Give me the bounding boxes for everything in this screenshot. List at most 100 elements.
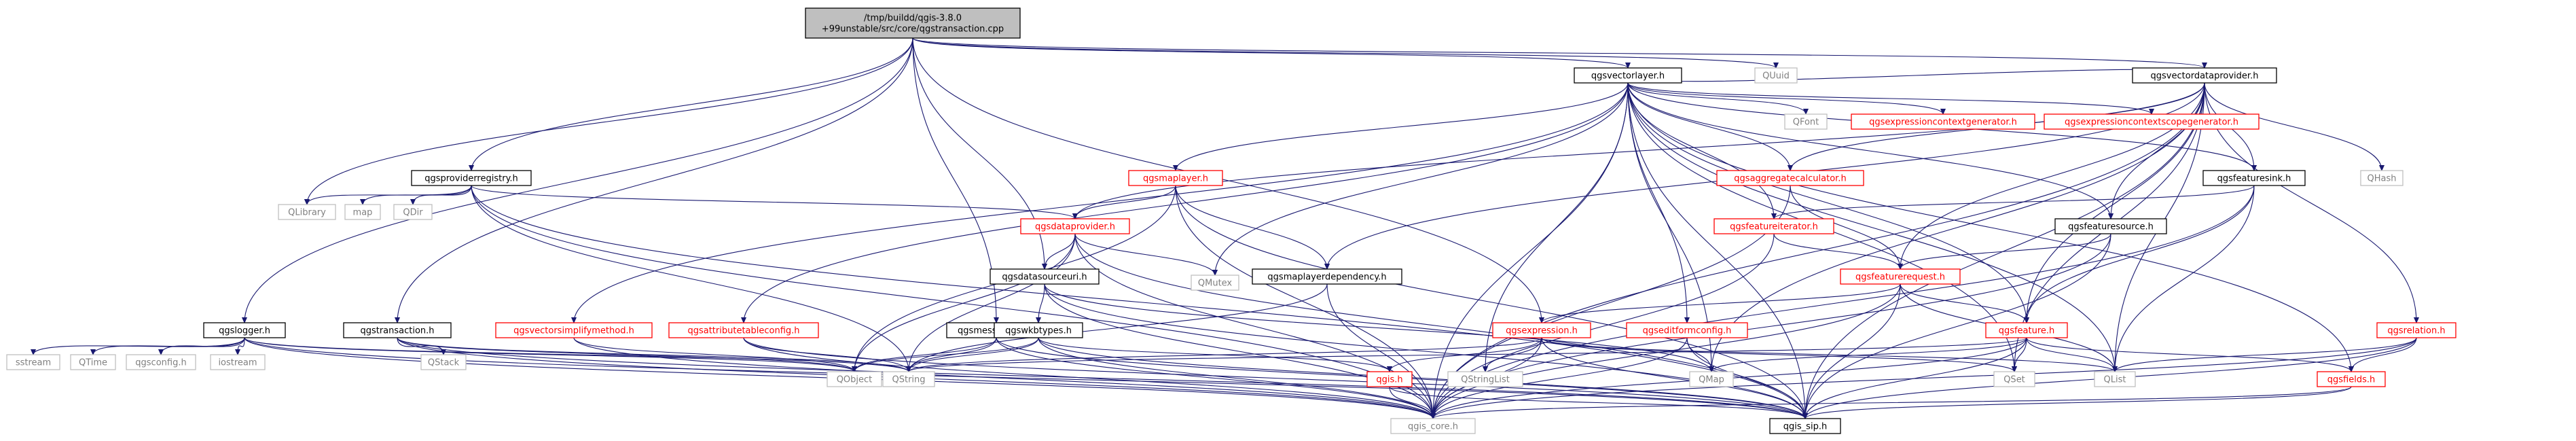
node-label: qgsfeatureiterator.h (1730, 222, 1818, 232)
node-label: QMutex (1198, 279, 1233, 289)
node-qgsaggregatecalculator[interactable]: qgsaggregatecalculator.h (1716, 170, 1864, 186)
edge-qgsfeature-to-qset (2014, 337, 2027, 372)
node-label: qgslogger.h (219, 326, 270, 336)
edge-root-to-qgsvectordataprovider (912, 37, 2205, 68)
edge-qgsfeatureiterator-to-qgsfeaturerequest (1773, 233, 1900, 269)
node-qgis-sip[interactable]: qgis_sip.h (1769, 418, 1841, 434)
node-qgsattributetableconfig[interactable]: qgsattributetableconfig.h (668, 322, 819, 338)
node-qmap: QMap (1689, 371, 1734, 387)
node-box (343, 322, 452, 338)
edge-qgsdataprovider-to-qmutex (1074, 233, 1215, 275)
node-box (1128, 170, 1223, 186)
edge-qgsvectorlayer-to-qgsexpressioncontextgenerator (1627, 82, 1943, 114)
node-qgsdataprovider[interactable]: qgsdataprovider.h (1020, 218, 1130, 234)
edge-qgsmessagelog-to-qobject (854, 337, 997, 372)
node-box (1985, 322, 2068, 338)
node-qgsdatasourceuri[interactable]: qgsdatasourceuri.h (990, 268, 1100, 285)
node-label: qgsfeature.h (1999, 326, 2055, 336)
node-qgsexpressioncontextscopegenerator[interactable]: qgsexpressioncontextscopegenerator.h (2044, 113, 2260, 130)
node-box (1020, 218, 1130, 234)
edge-qgsexpression-to-qgis_sip (1541, 337, 1805, 419)
node-box (2094, 371, 2136, 387)
edge-qgsvectorlayer-to-qfont (1627, 82, 1806, 114)
node-box (2054, 218, 2167, 234)
node-label: QSet (2003, 375, 2025, 385)
edge-qgsfeaturesink-to-qgsfeatureiterator (1774, 185, 2255, 219)
node-label: QTime (79, 358, 107, 368)
node-qstringlist: QStringList (1447, 371, 1523, 387)
node-qgsmaplayer[interactable]: qgsmaplayer.h (1128, 170, 1223, 186)
edge-qgsproviderregistry-to-qstring (471, 185, 909, 372)
node-box (495, 322, 653, 338)
node-qgsexpression[interactable]: qgsexpression.h (1492, 322, 1591, 338)
node-label: qgsdataprovider.h (1035, 222, 1115, 232)
edge-root-to-qgsdatasourceuri (912, 37, 1045, 269)
node-box (1252, 268, 1402, 285)
node-box (668, 322, 819, 338)
edge-qgslogger-to-qgsconfig (161, 337, 245, 355)
node-quuid: QUuid (1754, 67, 1798, 84)
edge-qgsexpression-to-qstring (909, 337, 1542, 372)
node-qhash: QHash (2360, 170, 2403, 186)
node-qtime: QTime (70, 354, 116, 370)
node-qgswkbtypes[interactable]: qgswkbtypes.h (994, 322, 1083, 338)
node-box (2360, 170, 2403, 186)
node-qgsexpressioncontextgenerator[interactable]: qgsexpressioncontextgenerator.h (1851, 113, 2035, 130)
node-qgsfeaturerequest[interactable]: qgsfeaturerequest.h (1840, 268, 1961, 285)
edge-qgsexpression-to-qstringlist (1485, 337, 1542, 372)
edge-qgswkbtypes-to-qstring (909, 337, 1039, 372)
node-qgseditformconfig[interactable]: qgseditformconfig.h (1626, 322, 1748, 338)
node-label: /tmp/buildd/qgis-3.8.0 (864, 14, 962, 24)
edge-qgsvectorlayer-to-qgsexpressioncontextscopegenerator (1627, 82, 2152, 114)
node-qstring: QString (882, 371, 935, 387)
node-box (126, 354, 196, 370)
node-label: qgsfeaturerequest.h (1855, 272, 1945, 283)
node-qgstransaction[interactable]: qgstransaction.h (343, 322, 452, 338)
node-qgsfeature[interactable]: qgsfeature.h (1985, 322, 2068, 338)
node-box (990, 268, 1100, 285)
node-box (2044, 113, 2260, 130)
node-box (1492, 322, 1591, 338)
edge-qgsvectorlayer-to-qgis_core (1433, 82, 1629, 419)
edge-qgslogger-to-qgis_sip (244, 337, 1805, 419)
node-label: qgsexpression.h (1506, 326, 1578, 336)
node-qgsfeaturesink[interactable]: qgsfeaturesink.h (2202, 170, 2306, 186)
edge-qgsexpression-to-qlist (1541, 337, 2115, 372)
node-qgsrelation[interactable]: qgsrelation.h (2376, 322, 2456, 338)
edge-qgsvectorlayer-to-qgsmaplayer (1176, 82, 1629, 171)
node-box (70, 354, 116, 370)
node-qgsvectorsimplifymethod[interactable]: qgsvectorsimplifymethod.h (495, 322, 653, 338)
node-box (344, 204, 381, 220)
node-qgsfeaturesource[interactable]: qgsfeaturesource.h (2054, 218, 2167, 234)
node-qgsvectorlayer[interactable]: qgsvectorlayer.h (1574, 67, 1682, 84)
node-qgslogger[interactable]: qgslogger.h (203, 322, 286, 338)
node-qgsvectordataprovider[interactable]: qgsvectordataprovider.h (2132, 67, 2277, 84)
node-qset: QSet (1993, 371, 2035, 387)
node-root[interactable]: /tmp/buildd/qgis-3.8.0+99unstable/src/co… (805, 7, 1021, 39)
edge-qgsrelation-to-qgis_core (1433, 337, 2417, 419)
node-label: QString (892, 375, 925, 385)
node-label: qgis_core.h (1408, 422, 1458, 432)
edge-root-to-qgsproviderregistry (471, 37, 913, 171)
edge-root-to-qgsexpression (912, 37, 1542, 323)
node-qgis[interactable]: qgis.h (1366, 371, 1413, 387)
edge-qgsfeature-to-qmap (1711, 337, 2027, 372)
node-qgsfeatureiterator[interactable]: qgsfeatureiterator.h (1713, 218, 1834, 234)
node-box (1769, 418, 1841, 434)
edge-qgstransaction-to-qgis_sip (397, 337, 1805, 419)
edge-qgsattributetableconfig-to-qgis_core (743, 337, 1433, 419)
node-qgsmaplayerdependency[interactable]: qgsmaplayerdependency.h (1252, 268, 1402, 285)
edge-qgsaggregatecalculator-to-qgsfeaturerequest (1790, 185, 1900, 269)
edge-qgsfeature-to-qgsfields (2026, 337, 2351, 372)
node-qgsproviderregistry[interactable]: qgsproviderregistry.h (411, 170, 532, 186)
node-label: qgsproviderregistry.h (424, 174, 518, 184)
node-box (1689, 371, 1734, 387)
node-qgsfields[interactable]: qgsfields.h (2317, 371, 2386, 387)
edge-qgis-to-qgis_sip (1389, 386, 1805, 419)
node-label: QUuid (1762, 71, 1790, 82)
node-label: qgsaggregatecalculator.h (1734, 174, 1846, 184)
edge-qgslogger-to-iostream (238, 337, 245, 355)
node-label: QMap (1699, 375, 1724, 385)
edge-root-to-qgstransaction (397, 37, 913, 323)
